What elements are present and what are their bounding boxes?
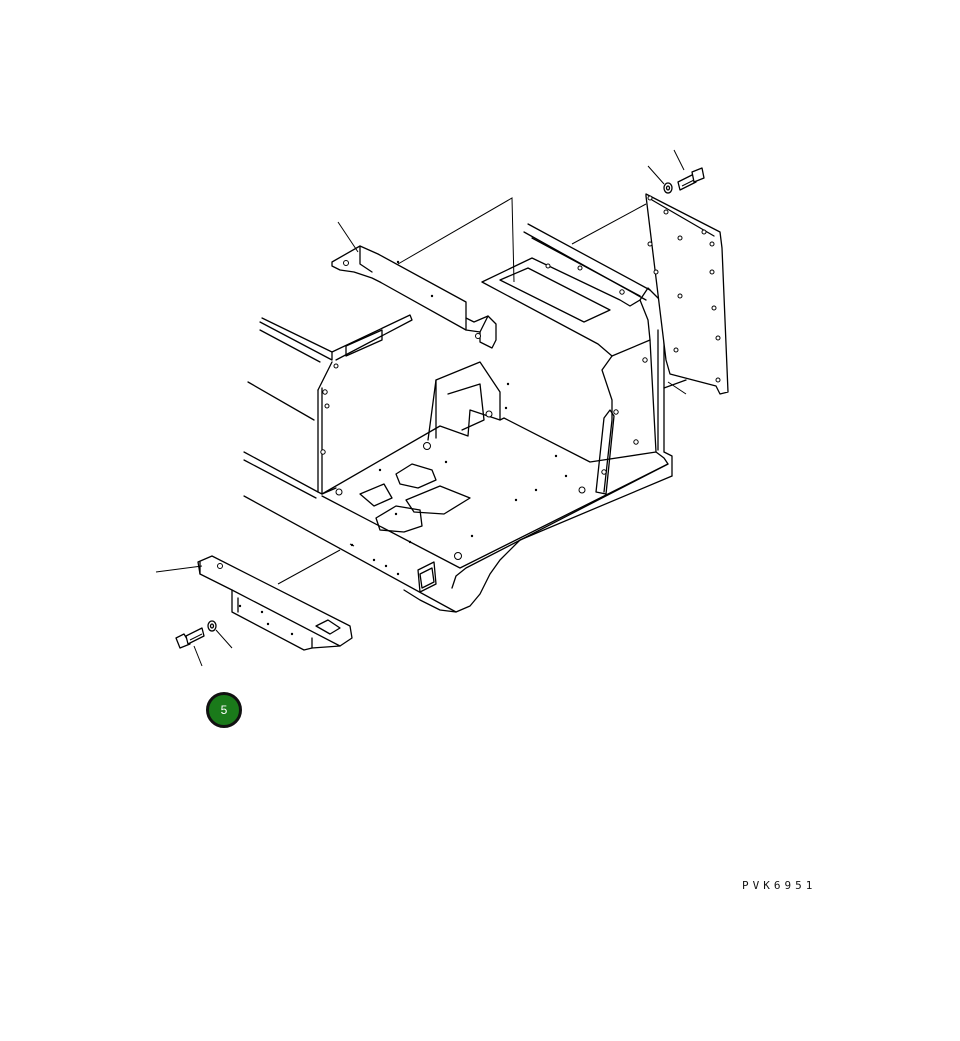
leader-lines: [155, 149, 687, 667]
rear-mount-bracket: [331, 245, 497, 349]
front-cross-member: [197, 555, 353, 651]
drawing-code: PVK6951: [742, 879, 817, 892]
washer-lower: [207, 620, 217, 632]
mounting-bolt-upper: [677, 167, 705, 191]
mounting-bolt-lower: [175, 627, 205, 649]
side-cover-plate: [645, 193, 729, 395]
page-number-badge[interactable]: 5: [206, 692, 242, 728]
washer-upper: [663, 182, 673, 194]
floor-frame: [243, 223, 673, 613]
